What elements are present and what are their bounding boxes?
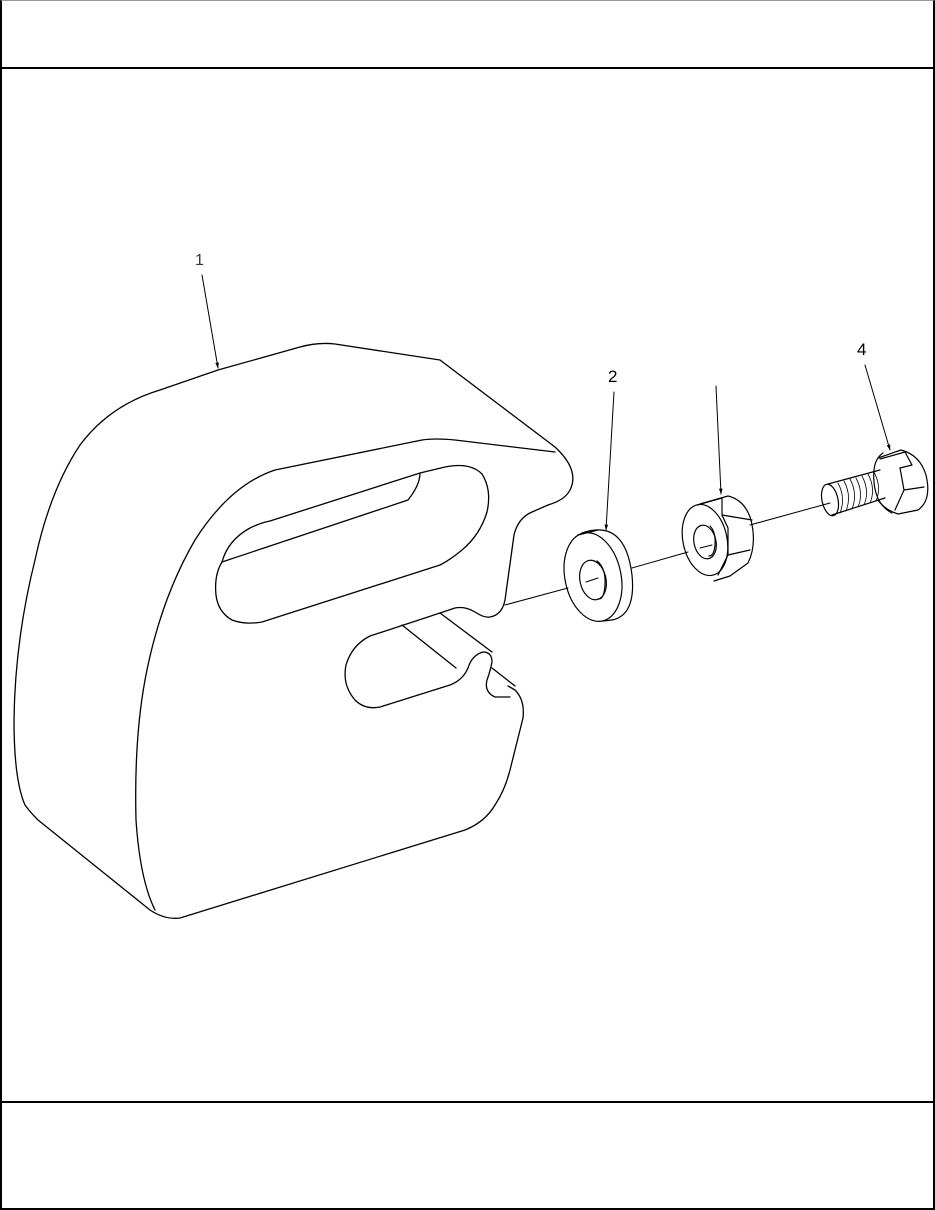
weight-part [13,342,574,919]
leader-4 [864,364,891,451]
leader-3 [715,385,723,495]
callout-labels: 1 2 4 [195,252,866,386]
callout-1: 1 [195,252,204,269]
leader-1 [201,274,219,369]
title-block-header [0,0,935,69]
nut-part [681,495,754,582]
leader-2 [604,391,615,531]
callout-4: 4 [857,340,866,359]
washer-part [563,529,634,622]
callout-2: 2 [608,367,617,386]
callout-leaders [201,274,891,531]
assembly-axis-line [504,502,831,606]
bolt-part [820,449,929,517]
title-block-footer [0,1101,935,1210]
